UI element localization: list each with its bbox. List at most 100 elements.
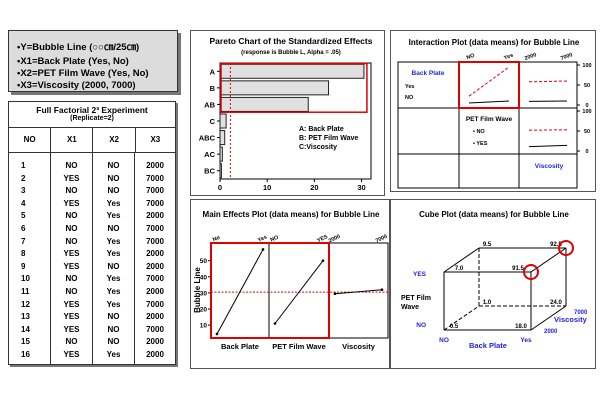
def-x3: •X3=Viscosity (2000, 7000) [17,80,136,91]
table-cell: NO [107,161,120,170]
cube-value: 24.0 [550,300,562,306]
legend-no: • NO [473,129,485,135]
pareto-category-label: ABC [199,134,216,143]
cube-value: 91.5 [512,266,524,272]
table-cell: Yes [106,198,121,208]
cube-value: 92.5 [550,242,562,248]
cube-level-no: NO [416,322,426,329]
table-cell: 2000 [146,286,164,296]
legend-yes: • YES [473,141,488,147]
table-cell: 6 [21,223,26,233]
pareto-category-label: C [210,117,216,126]
cube-value: 18.0 [515,324,527,330]
variable-definitions: •Y=Bubble Line (○○㎝/25㎝) •X1=Back Plate … [8,30,178,92]
interaction-ytick-label: 0 [585,103,588,109]
pareto-category-label: BC [204,167,215,176]
main-ytick-label: 40 [200,274,208,281]
table-cell: NO [107,173,120,183]
data-point [333,292,337,296]
main-effect-line [334,289,383,295]
interaction-ytick-label: 100 [582,109,591,115]
cube-value: 7.0 [455,266,464,272]
main-effects-panel: Main Effects Plot (data means) for Bubbl… [190,199,390,369]
table-cell: Yes [106,286,121,296]
table-cell: NO [65,337,78,347]
def-x1: •X1=Back Plate (Yes, No) [17,56,129,67]
table-cell: 13 [21,312,30,322]
table-cell: NO [65,161,78,170]
cube-axis-pet-wave: Wave [401,304,419,311]
table-cell: 2000 [146,161,164,170]
table-cell: Yes [106,249,121,259]
table-cell: 4 [21,198,26,208]
interaction-line-yes [528,144,568,148]
table-cell: NO [107,312,120,322]
table-cell: 2000 [146,337,164,347]
table-cell: 5 [21,211,26,221]
level-label: 2000 [328,234,342,245]
data-point [215,332,219,336]
data-point [380,288,384,291]
table-cell: Yes [106,211,121,221]
highlight-circle [558,240,574,256]
cube-edge-back [530,305,567,331]
pareto-legend-item: C:Viscosity [299,144,337,151]
table-header: X3 [150,135,161,144]
table-cell: 12 [21,299,30,309]
table-cell: 7000 [146,198,164,208]
legend-yes: Yes [405,84,414,90]
factor-label: PET Film Wave [272,342,326,351]
cube-edge-back [443,247,480,273]
interaction-line-yes [528,80,568,83]
main-ytick-label: 10 [200,323,208,330]
data-point [273,322,277,325]
table-cell: NO [65,286,78,296]
table-cell: 16 [21,349,30,359]
cube-axis-pet: PET Film [401,295,431,302]
table-cell: 10 [21,274,30,284]
table-cell: 7000 [146,173,164,183]
table-cell: YES [63,312,80,322]
table-cell: 1 [21,161,26,170]
interaction-ytick-label: 50 [584,83,590,89]
table-cell: NO [107,223,120,233]
level-label: 7000 [375,234,389,245]
interaction-ytick-label: 50 [584,129,590,135]
table-cell: YES [63,324,80,334]
interaction-ytick-label: 0 [585,149,588,155]
table-cell: Yes [106,349,121,359]
cube-value: 9.5 [483,242,492,248]
table-cell: 11 [21,286,30,296]
cube-edge-hidden [443,305,480,331]
factor-label: Back Plate [221,342,259,351]
table-cell: 9 [21,261,26,271]
table-cell: NO [107,337,120,347]
factor-label-back-plate: Back Plate [412,70,445,77]
def-x2: •X2=PET Film Wave (Yes, No) [17,68,149,79]
pareto-bar-BC [219,163,222,179]
table-cell: YES [63,349,80,359]
table-cell: 2000 [146,349,164,359]
data-point [261,248,265,251]
pareto-highlight-box [220,62,368,113]
interaction-title: Interaction Plot (data means) for Bubble… [409,38,580,47]
pareto-subtitle: (response is Bubble L, Alpha = .05) [241,50,341,56]
main-effects-title: Main Effects Plot (data means) for Bubbl… [203,210,380,219]
interaction-top-tick: Yes [503,53,514,62]
table-cell: Yes [106,299,121,309]
pareto-bar-AB [219,96,309,112]
table-cell: 15 [21,337,30,347]
table-cell: NO [65,186,78,196]
cube-level-2000: 2000 [544,329,558,335]
pareto-xtick-label: 20 [310,183,318,192]
factor-label: Viscosity [342,342,376,351]
pareto-xtick-label: 30 [357,183,365,192]
table-cell: 2000 [146,261,164,271]
pareto-bar-C [219,113,227,129]
pareto-category-label: AC [204,150,215,159]
main-effect-line [274,260,324,324]
main-ytick-label: 20 [200,307,208,314]
legend-no: NO [405,95,414,101]
pareto-category-label: A [210,67,216,76]
